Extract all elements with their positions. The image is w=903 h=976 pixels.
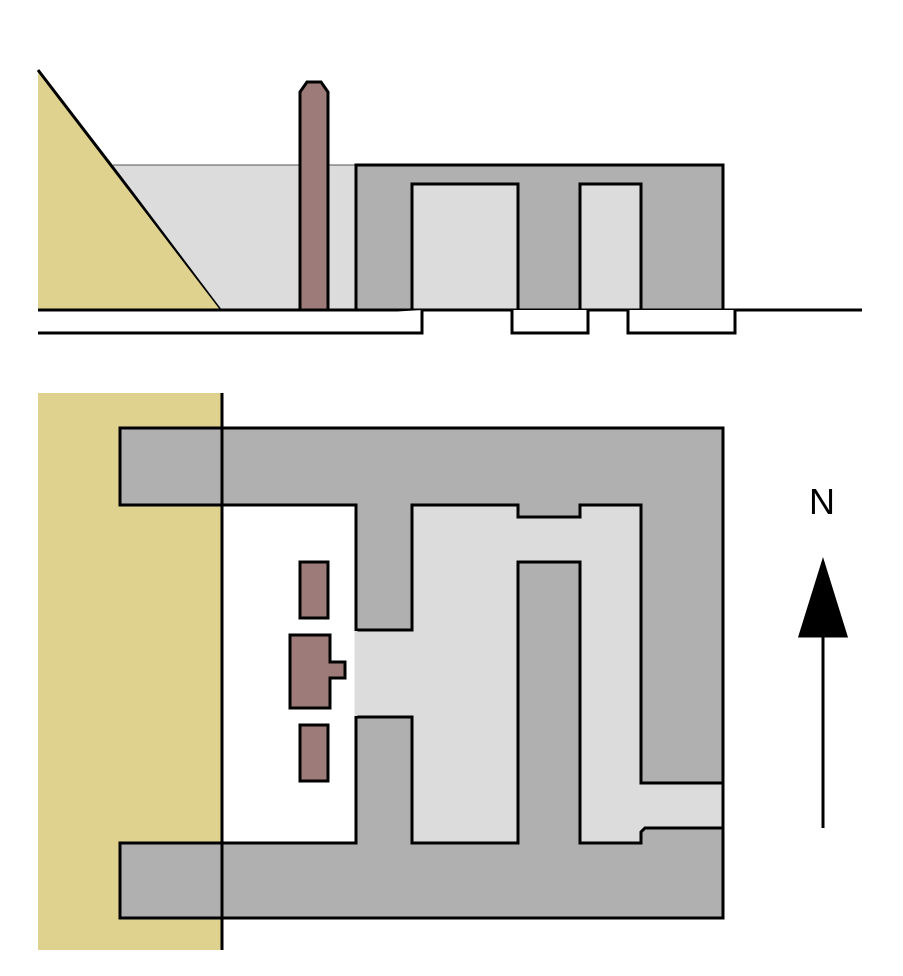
foundation-2: [510, 310, 590, 335]
opening-1: [410, 182, 520, 312]
opening-2: [578, 182, 643, 312]
post-plan-center: [288, 633, 347, 710]
foundation-1: [38, 310, 424, 335]
post-plan-south: [298, 723, 330, 783]
north-arrow: [797, 556, 849, 828]
slope-line: [36, 69, 224, 311]
post-plan-north: [298, 560, 330, 620]
north-arrow-head-icon: [797, 556, 849, 638]
north-label: N: [809, 481, 835, 522]
post-elevation: [298, 80, 330, 312]
elevation-view: [36, 69, 862, 335]
foundation-3: [626, 310, 737, 335]
plan-view: [38, 393, 725, 950]
chamber-plan: [354, 503, 725, 845]
chamber-section-left: [113, 165, 356, 310]
